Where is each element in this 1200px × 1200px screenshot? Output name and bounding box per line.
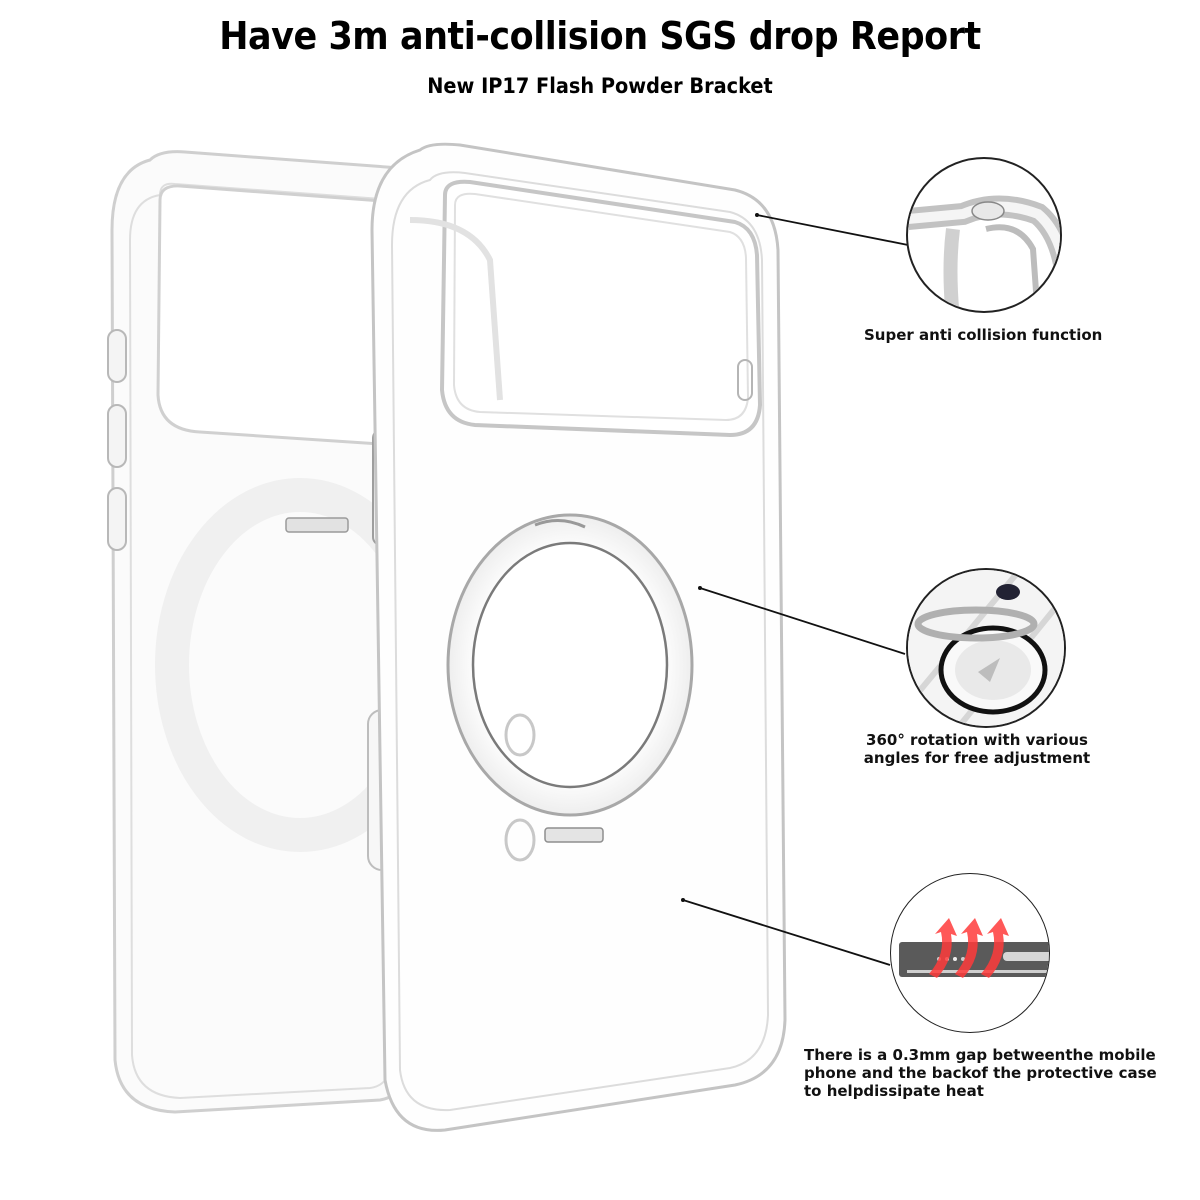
- ring-stand-closeup-icon: [908, 570, 1064, 726]
- callout-gap-line2: phone and the backof the protective case: [804, 1064, 1157, 1082]
- page-title: Have 3m anti-collision SGS drop Report: [219, 14, 981, 58]
- corner-closeup: [906, 157, 1062, 313]
- callout-gap-line1: There is a 0.3mm gap betweenthe mobile: [804, 1046, 1156, 1064]
- leader-line-gap: [682, 899, 891, 966]
- right-case: [370, 142, 787, 1132]
- page-subtitle: New IP17 Flash Powder Bracket: [427, 74, 773, 98]
- callout-ring-text: 360° rotation with various angles for fr…: [846, 731, 1108, 767]
- callout-corner-text: Super anti collision function: [864, 326, 1103, 344]
- callout-gap-text: There is a 0.3mm gap betweenthe mobile p…: [804, 1046, 1184, 1100]
- ring-closeup: [906, 568, 1066, 728]
- leader-line-corner: [756, 214, 909, 246]
- callout-gap-line3: to helpdissipate heat: [804, 1082, 984, 1100]
- callout-ring-line1: 360° rotation with various: [866, 731, 1088, 749]
- corner-bumper-closeup-icon: [908, 195, 1060, 311]
- heat-dissipation-closeup-icon: [899, 918, 1049, 978]
- leader-line-ring: [699, 587, 906, 655]
- gap-closeup: [890, 873, 1050, 1033]
- callout-ring-line2: angles for free adjustment: [863, 749, 1091, 767]
